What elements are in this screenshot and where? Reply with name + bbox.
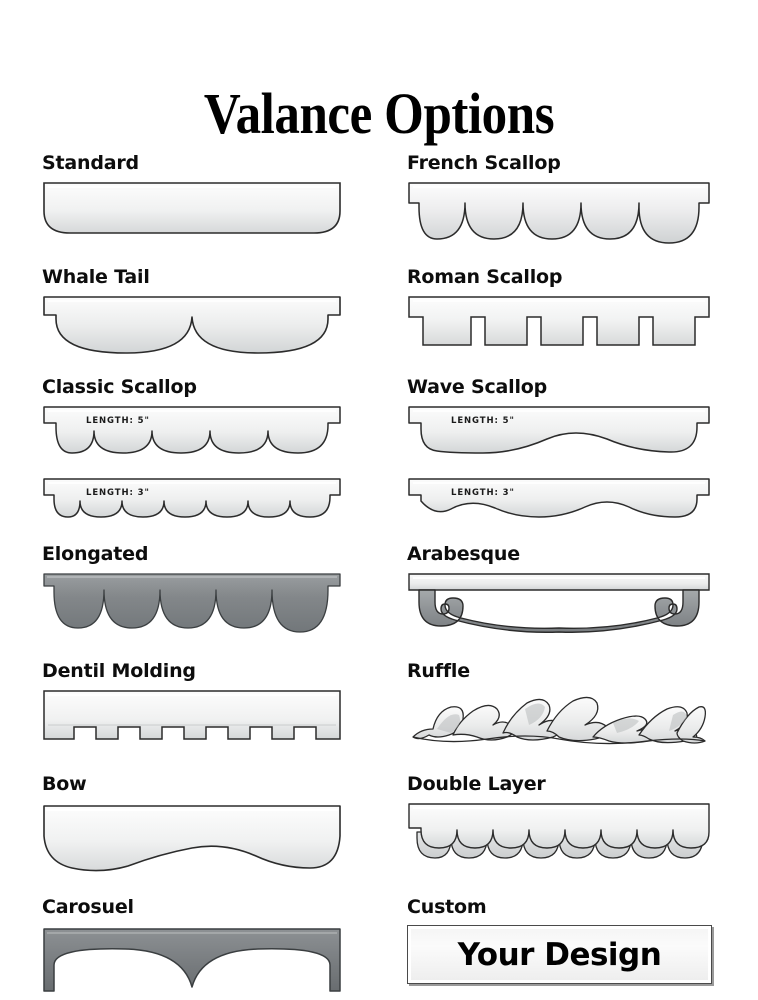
valance-option-dentil-molding[interactable]: Dentil Molding <box>0 660 379 749</box>
valance-label-roman-scallop: Roman Scallop <box>407 266 563 288</box>
valance-option-french-scallop[interactable]: French Scallop <box>379 152 758 253</box>
valance-row: Bow D <box>0 773 758 874</box>
valance-shape-ruffle <box>407 689 748 749</box>
valance-label-ruffle: Ruffle <box>407 660 470 682</box>
length-label-wave-5in: LENGTH: 5" <box>451 416 515 426</box>
valance-label-standard: Standard <box>42 152 139 174</box>
valance-label-carosuel: Carosuel <box>42 896 134 918</box>
valance-shape-classic-scallop-5in: LENGTH: 5" <box>42 405 369 461</box>
valance-option-wave-scallop[interactable]: Wave Scallop LENGTH: 5" <box>379 376 758 523</box>
valance-row: Carosuel <box>0 896 758 997</box>
valance-label-bow: Bow <box>42 773 87 795</box>
valance-label-arabesque: Arabesque <box>407 543 520 565</box>
length-label-wave-3in: LENGTH: 3" <box>451 488 515 498</box>
page-title: Valance Options <box>203 80 555 146</box>
valance-row: Dentil Molding <box>0 660 758 749</box>
valance-label-french-scallop: French Scallop <box>407 152 561 174</box>
valance-option-double-layer[interactable]: Double Layer <box>379 773 758 874</box>
valance-shape-whale-tail <box>42 295 369 363</box>
valance-option-bow[interactable]: Bow <box>0 773 379 874</box>
valance-shape-elongated <box>42 572 369 638</box>
length-label-classic-5in: LENGTH: 5" <box>86 416 150 426</box>
valance-option-standard[interactable]: Standard <box>0 152 379 253</box>
valance-shape-wave-scallop-5in: LENGTH: 5" <box>407 405 748 461</box>
valance-option-roman-scallop[interactable]: Roman Scallop <box>379 266 758 363</box>
length-label-classic-3in: LENGTH: 3" <box>86 488 150 498</box>
valance-shape-classic-scallop-3in: LENGTH: 3" <box>42 477 369 523</box>
valance-label-elongated: Elongated <box>42 543 149 565</box>
valance-shape-bow <box>42 802 369 874</box>
valance-option-whale-tail[interactable]: Whale Tail <box>0 266 379 363</box>
valance-shape-standard <box>42 181 369 243</box>
valance-option-ruffle[interactable]: Ruffle <box>379 660 758 749</box>
valance-shape-dentil-molding <box>42 689 369 749</box>
valance-shape-double-layer <box>407 802 748 868</box>
valance-row: Standard <box>0 152 758 253</box>
valance-row: Whale Tail <box>0 266 758 363</box>
valance-row: Classic Scallop LENGTH: 5" <box>0 376 758 523</box>
valance-label-classic-scallop: Classic Scallop <box>42 376 197 398</box>
custom-design-plaque[interactable]: Your Design <box>407 925 712 984</box>
valance-row: Elongated <box>0 543 758 638</box>
valance-shape-arabesque <box>407 572 748 634</box>
valance-shape-roman-scallop <box>407 295 748 357</box>
valance-shape-wave-scallop-3in: LENGTH: 3" <box>407 477 748 523</box>
custom-plaque-text: Your Design <box>457 936 662 973</box>
valance-option-classic-scallop[interactable]: Classic Scallop LENGTH: 5" <box>0 376 379 523</box>
valance-grid: Standard <box>0 152 758 997</box>
valance-shape-french-scallop <box>407 181 748 253</box>
valance-option-arabesque[interactable]: Arabesque <box>379 543 758 638</box>
valance-label-whale-tail: Whale Tail <box>42 266 150 288</box>
valance-option-elongated[interactable]: Elongated <box>0 543 379 638</box>
valance-label-double-layer: Double Layer <box>407 773 546 795</box>
valance-label-custom: Custom <box>407 896 487 918</box>
valance-shape-carosuel <box>42 925 369 997</box>
valance-option-carosuel[interactable]: Carosuel <box>0 896 379 997</box>
valance-option-custom[interactable]: Custom Your Design <box>379 896 758 997</box>
valance-label-wave-scallop: Wave Scallop <box>407 376 548 398</box>
valance-label-dentil-molding: Dentil Molding <box>42 660 196 682</box>
